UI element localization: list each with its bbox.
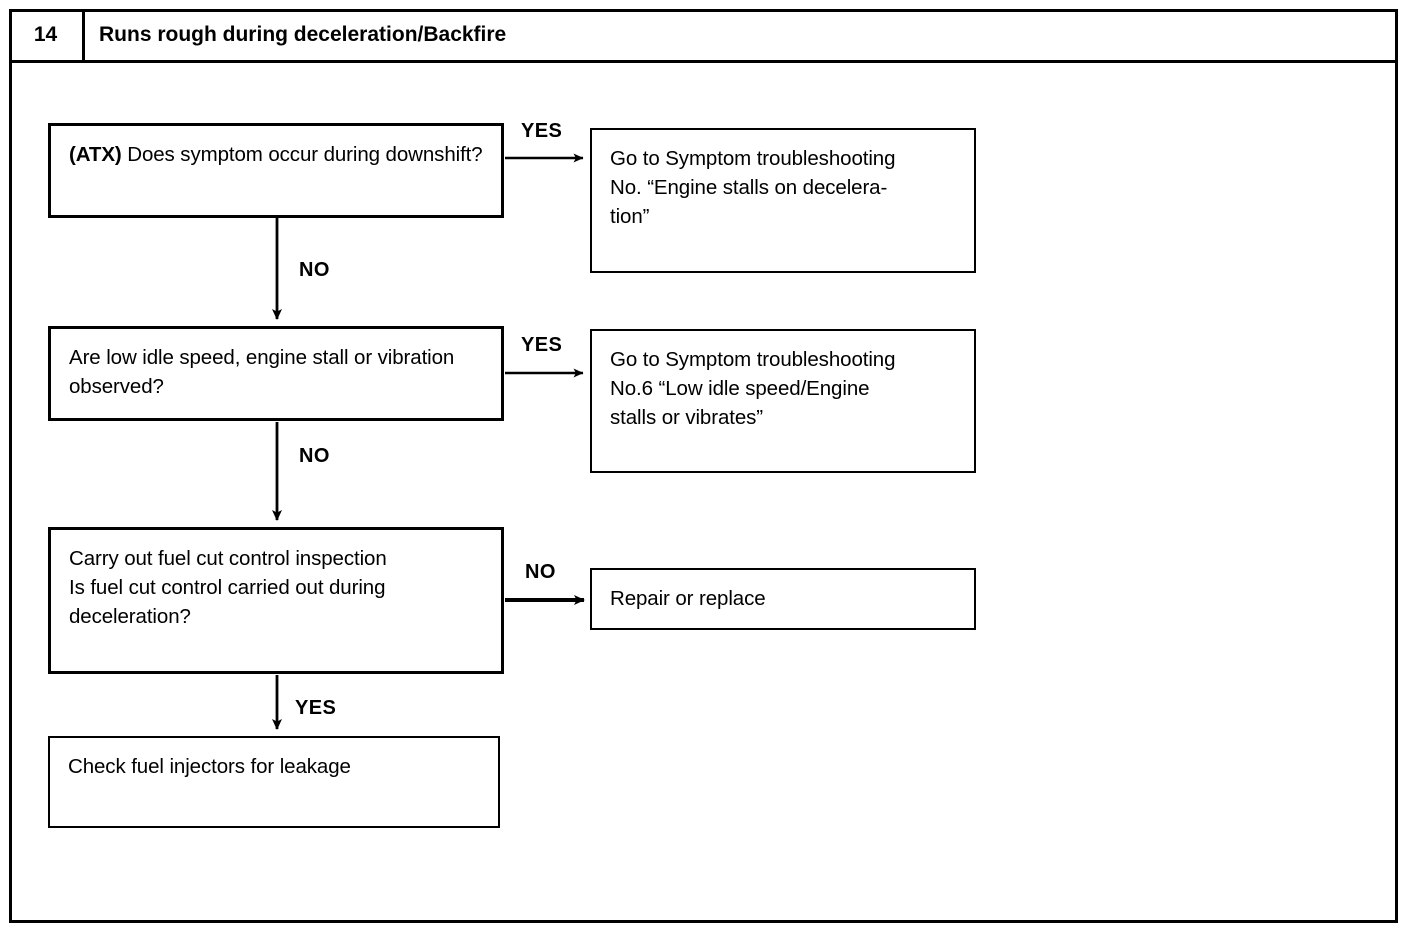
edge-label-q3-no: NO <box>525 561 556 583</box>
page-header: 14 Runs rough during deceleration/Backfi… <box>9 9 1398 63</box>
edge-label-q1-no: NO <box>299 259 330 281</box>
node-q1-body: Does symptom occur during downshift? <box>127 143 483 166</box>
header-title-cell: Runs rough during deceleration/Backfire <box>85 9 1398 60</box>
node-a1-goto-engine-stalls[interactable]: Go to Symptom troubleshooting No. “Engin… <box>590 128 976 273</box>
node-q1-prefix: (ATX) <box>69 143 122 166</box>
node-q1-text: (ATX) Does symptom occur during downshif… <box>69 140 485 169</box>
node-q3-text: Carry out fuel cut control inspection Is… <box>69 547 387 629</box>
node-a3-text: Repair or replace <box>610 587 766 610</box>
edge-label-q2-no: NO <box>299 445 330 467</box>
edge-label-q3-yes: YES <box>295 697 337 719</box>
node-a2-text: Go to Symptom troubleshooting No.6 “Low … <box>610 348 896 430</box>
node-a2-goto-no6-low-idle[interactable]: Go to Symptom troubleshooting No.6 “Low … <box>590 329 976 473</box>
node-q2-low-idle-stall-vibration[interactable]: Are low idle speed, engine stall or vibr… <box>48 326 504 421</box>
node-a3-repair-or-replace[interactable]: Repair or replace <box>590 568 976 630</box>
page-title: Runs rough during deceleration/Backfire <box>99 22 507 46</box>
header-number-cell: 14 <box>9 9 85 60</box>
node-q3-fuel-cut-control[interactable]: Carry out fuel cut control inspection Is… <box>48 527 504 674</box>
node-q4-check-fuel-injectors[interactable]: Check fuel injectors for leakage <box>48 736 500 828</box>
node-a1-text: Go to Symptom troubleshooting No. “Engin… <box>610 147 896 229</box>
section-number: 14 <box>33 22 58 46</box>
node-q1-atx-downshift[interactable]: (ATX) Does symptom occur during downshif… <box>48 123 504 218</box>
node-q4-text: Check fuel injectors for leakage <box>68 755 351 778</box>
node-q2-text: Are low idle speed, engine stall or vibr… <box>69 346 455 399</box>
edge-label-q2-yes: YES <box>521 334 563 356</box>
edge-label-q1-yes: YES <box>521 120 563 142</box>
